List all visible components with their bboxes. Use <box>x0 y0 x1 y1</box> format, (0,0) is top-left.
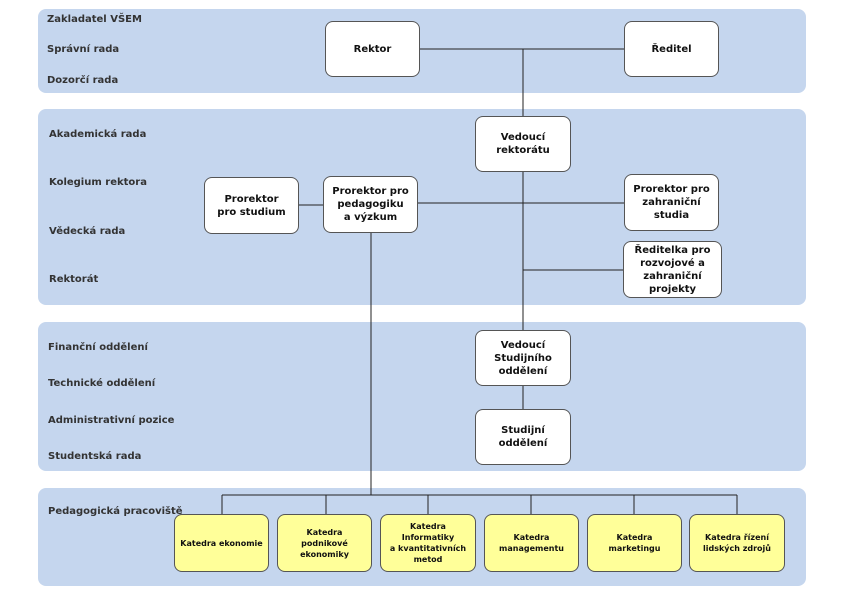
label-administrativni-pozice: Administrativní pozice <box>48 415 175 426</box>
dept-managementu: Katedra managementu <box>484 514 579 572</box>
label-zakladatel: Zakladatel VŠEM <box>47 14 142 25</box>
node-vedouci-rektoratu: Vedoucí rektorátu <box>475 116 571 172</box>
dept-informatiky: Katedra Informatiky a kvantitativních me… <box>380 514 476 572</box>
node-prorektor-studium: Prorektor pro studium <box>204 177 299 234</box>
node-reditelka-projekty: Ředitelka pro rozvojové a zahraniční pro… <box>623 241 722 298</box>
label-pedagogicka-pracoviste: Pedagogická pracoviště <box>48 506 183 517</box>
node-prorektor-pedagogiku: Prorektor pro pedagogiku a výzkum <box>323 176 418 233</box>
node-vedouci-studijniho: Vedoucí Studijního oddělení <box>475 330 571 386</box>
node-rektor: Rektor <box>325 21 420 77</box>
node-studijni-oddeleni: Studijní oddělení <box>475 409 571 465</box>
label-spravni-rada: Správní rada <box>47 44 120 55</box>
label-dozorci-rada: Dozorčí rada <box>47 75 119 86</box>
label-rektorat: Rektorát <box>49 274 99 285</box>
label-akademicka-rada: Akademická rada <box>49 129 147 140</box>
node-prorektor-zahranicni: Prorektor pro zahraniční studia <box>624 174 719 231</box>
label-studentska-rada: Studentská rada <box>48 451 142 462</box>
label-vedecka-rada: Vědecká rada <box>49 226 126 237</box>
label-financni-oddeleni: Finanční oddělení <box>48 342 148 353</box>
dept-rizeni-lidskych-zdroju: Katedra řízení lidských zdrojů <box>689 514 785 572</box>
dept-ekonomie: Katedra ekonomie <box>174 514 269 572</box>
node-reditel: Ředitel <box>624 21 719 77</box>
dept-podnikove-ekonomiky: Katedra podnikové ekonomiky <box>277 514 372 572</box>
label-technicke-oddeleni: Technické oddělení <box>48 378 156 389</box>
dept-marketingu: Katedra marketingu <box>587 514 682 572</box>
admin-band <box>38 322 806 471</box>
label-kolegium-rektora: Kolegium rektora <box>49 177 147 188</box>
